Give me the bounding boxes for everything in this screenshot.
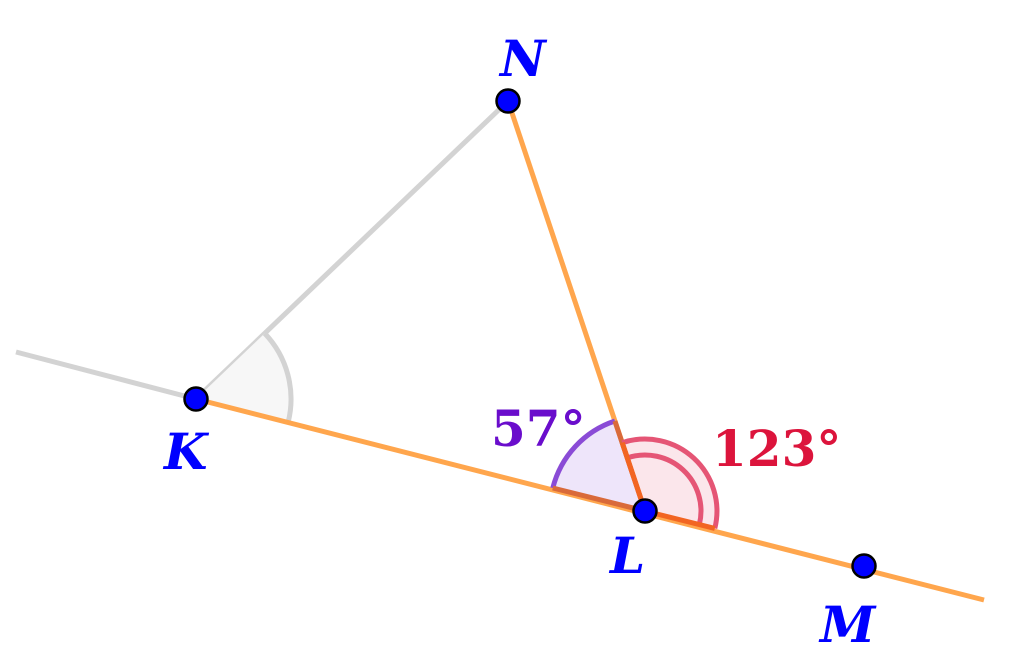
label-m: M [818,595,877,654]
angle-k-outline [262,331,294,423]
angle-57-label: 57° [491,399,586,458]
point-m[interactable] [851,553,877,579]
point-l[interactable] [632,498,658,524]
label-n: N [498,29,548,88]
point-k[interactable] [183,386,209,412]
point-n[interactable] [495,88,521,114]
angle-123-label: 123° [712,419,841,478]
angle-57-edge-k [552,485,646,514]
angle-123-arc-outer [621,436,720,530]
label-k: K [162,422,210,481]
angle-k-arc [196,333,292,422]
label-l: L [608,526,645,585]
ray-k-left [15,349,197,402]
angle-123-arc-inner [626,452,704,526]
angle-57-arc [550,418,616,489]
segment-kn [194,99,510,401]
